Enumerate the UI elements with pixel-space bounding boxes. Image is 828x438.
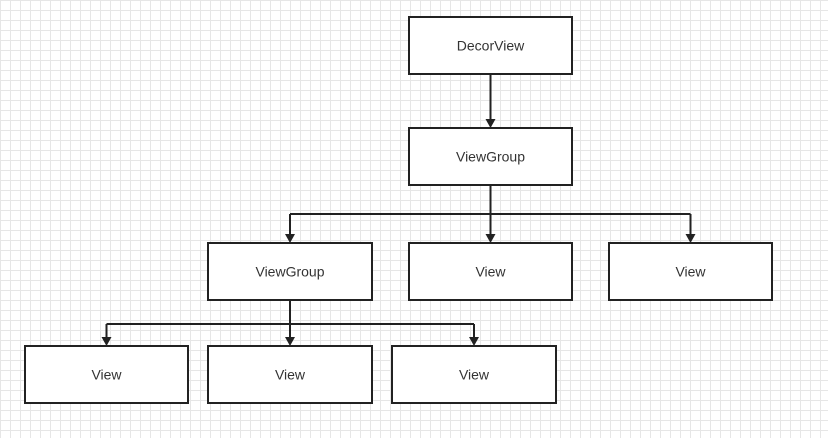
node-box (408, 127, 573, 186)
arrow-viewgroup-root-to-viewgroup-child (285, 234, 295, 243)
node-viewgroup-root: ViewGroup (408, 127, 573, 186)
arrow-viewgroup-root-to-view-2 (685, 234, 696, 243)
node-decorview: DecorView (408, 16, 573, 75)
node-box (408, 16, 573, 75)
node-label: View (475, 264, 506, 280)
node-box (608, 242, 773, 301)
node-view-4: View (207, 345, 373, 404)
node-box (207, 345, 373, 404)
node-view-2: View (608, 242, 773, 301)
node-label: ViewGroup (456, 149, 525, 165)
node-label: ViewGroup (255, 264, 324, 280)
node-view-5: View (391, 345, 557, 404)
node-box (24, 345, 189, 404)
node-box (391, 345, 557, 404)
node-label: DecorView (457, 38, 525, 54)
node-label: View (275, 367, 306, 383)
node-label: View (675, 264, 706, 280)
arrow-decorview-to-viewgroup-root (485, 119, 496, 128)
node-viewgroup-child: ViewGroup (207, 242, 373, 301)
node-box (408, 242, 573, 301)
arrow-viewgroup-child-to-view-5 (469, 337, 479, 346)
node-box (207, 242, 373, 301)
arrow-viewgroup-root-to-view-1 (485, 234, 496, 243)
node-label: View (459, 367, 490, 383)
node-label: View (91, 367, 122, 383)
arrow-viewgroup-child-to-view-3 (101, 337, 112, 346)
node-view-1: View (408, 242, 573, 301)
node-view-3: View (24, 345, 189, 404)
edges-layer (101, 74, 696, 346)
arrow-viewgroup-child-to-view-4 (285, 337, 295, 346)
